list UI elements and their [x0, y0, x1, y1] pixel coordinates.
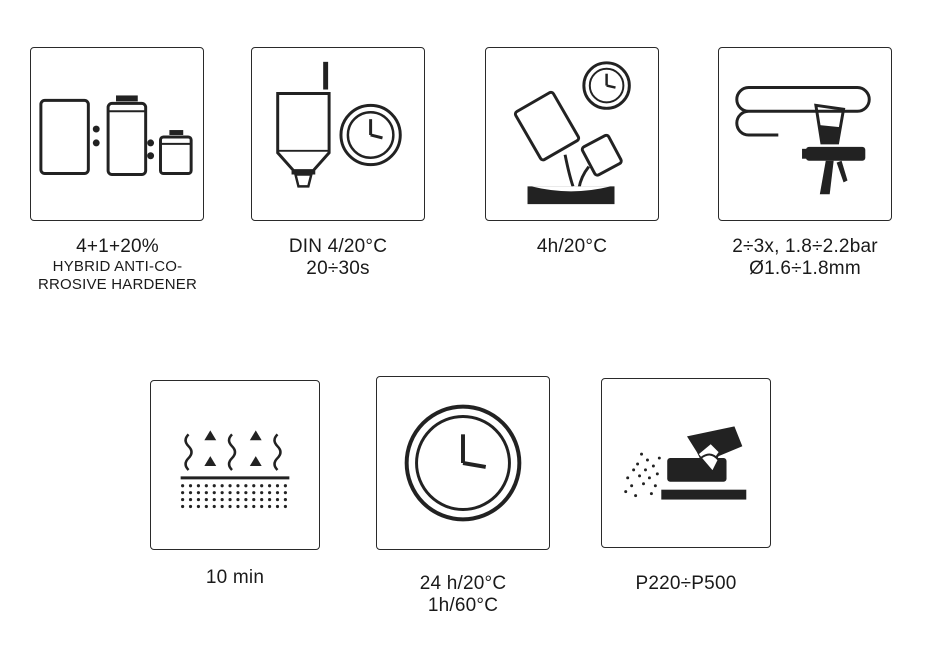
- caption-mixing-ratio: 4+1+20% HYBRID ANTI-CO- RROSIVE HARDENER: [10, 236, 225, 294]
- tile-mixing-ratio: [30, 47, 204, 221]
- caption-spray-application: 2÷3x, 1.8÷2.2bar Ø1.6÷1.8mm: [694, 236, 916, 280]
- caption-viscosity: DIN 4/20°C 20÷30s: [241, 236, 435, 280]
- pot-life-pouring-icon: [513, 61, 631, 205]
- caption-sub-line: HYBRID ANTI-CO-: [52, 258, 183, 275]
- tile-pot-life: [485, 47, 659, 221]
- caption-sanding: P220÷P500: [591, 573, 781, 595]
- caption-line: 4h/20°C: [536, 236, 608, 257]
- tile-drying-time: [376, 376, 550, 550]
- viscosity-cup-timer-icon: [276, 61, 402, 188]
- caption-line: Ø1.6÷1.8mm: [749, 258, 861, 279]
- caption-drying-time: 24 h/20°C 1h/60°C: [366, 573, 560, 617]
- caption-line: DIN 4/20°C: [288, 236, 388, 257]
- caption-line: P220÷P500: [635, 573, 737, 594]
- caption-line: 10 min: [205, 567, 265, 588]
- tile-sanding: [601, 378, 771, 548]
- mixing-ratio-cans-icon: [39, 95, 193, 177]
- caption-line: 2÷3x, 1.8÷2.2bar: [732, 236, 878, 257]
- tile-viscosity: [251, 47, 425, 221]
- caption-flash-off: 10 min: [140, 567, 330, 589]
- caption-line: 1h/60°C: [427, 595, 499, 616]
- caption-line: 20÷30s: [306, 258, 370, 279]
- caption-sub-line: RROSIVE HARDENER: [37, 276, 198, 293]
- sanding-hand-icon: [624, 426, 747, 500]
- caption-pot-life: 4h/20°C: [475, 236, 669, 258]
- tile-spray-application: [718, 47, 892, 221]
- tile-flash-off: [150, 380, 320, 550]
- drying-clock-icon: [404, 404, 522, 522]
- caption-line: 4+1+20%: [76, 236, 159, 257]
- caption-line: 24 h/20°C: [419, 573, 507, 594]
- flash-off-evaporation-icon: [180, 430, 290, 509]
- spray-gun-icon: [735, 86, 871, 195]
